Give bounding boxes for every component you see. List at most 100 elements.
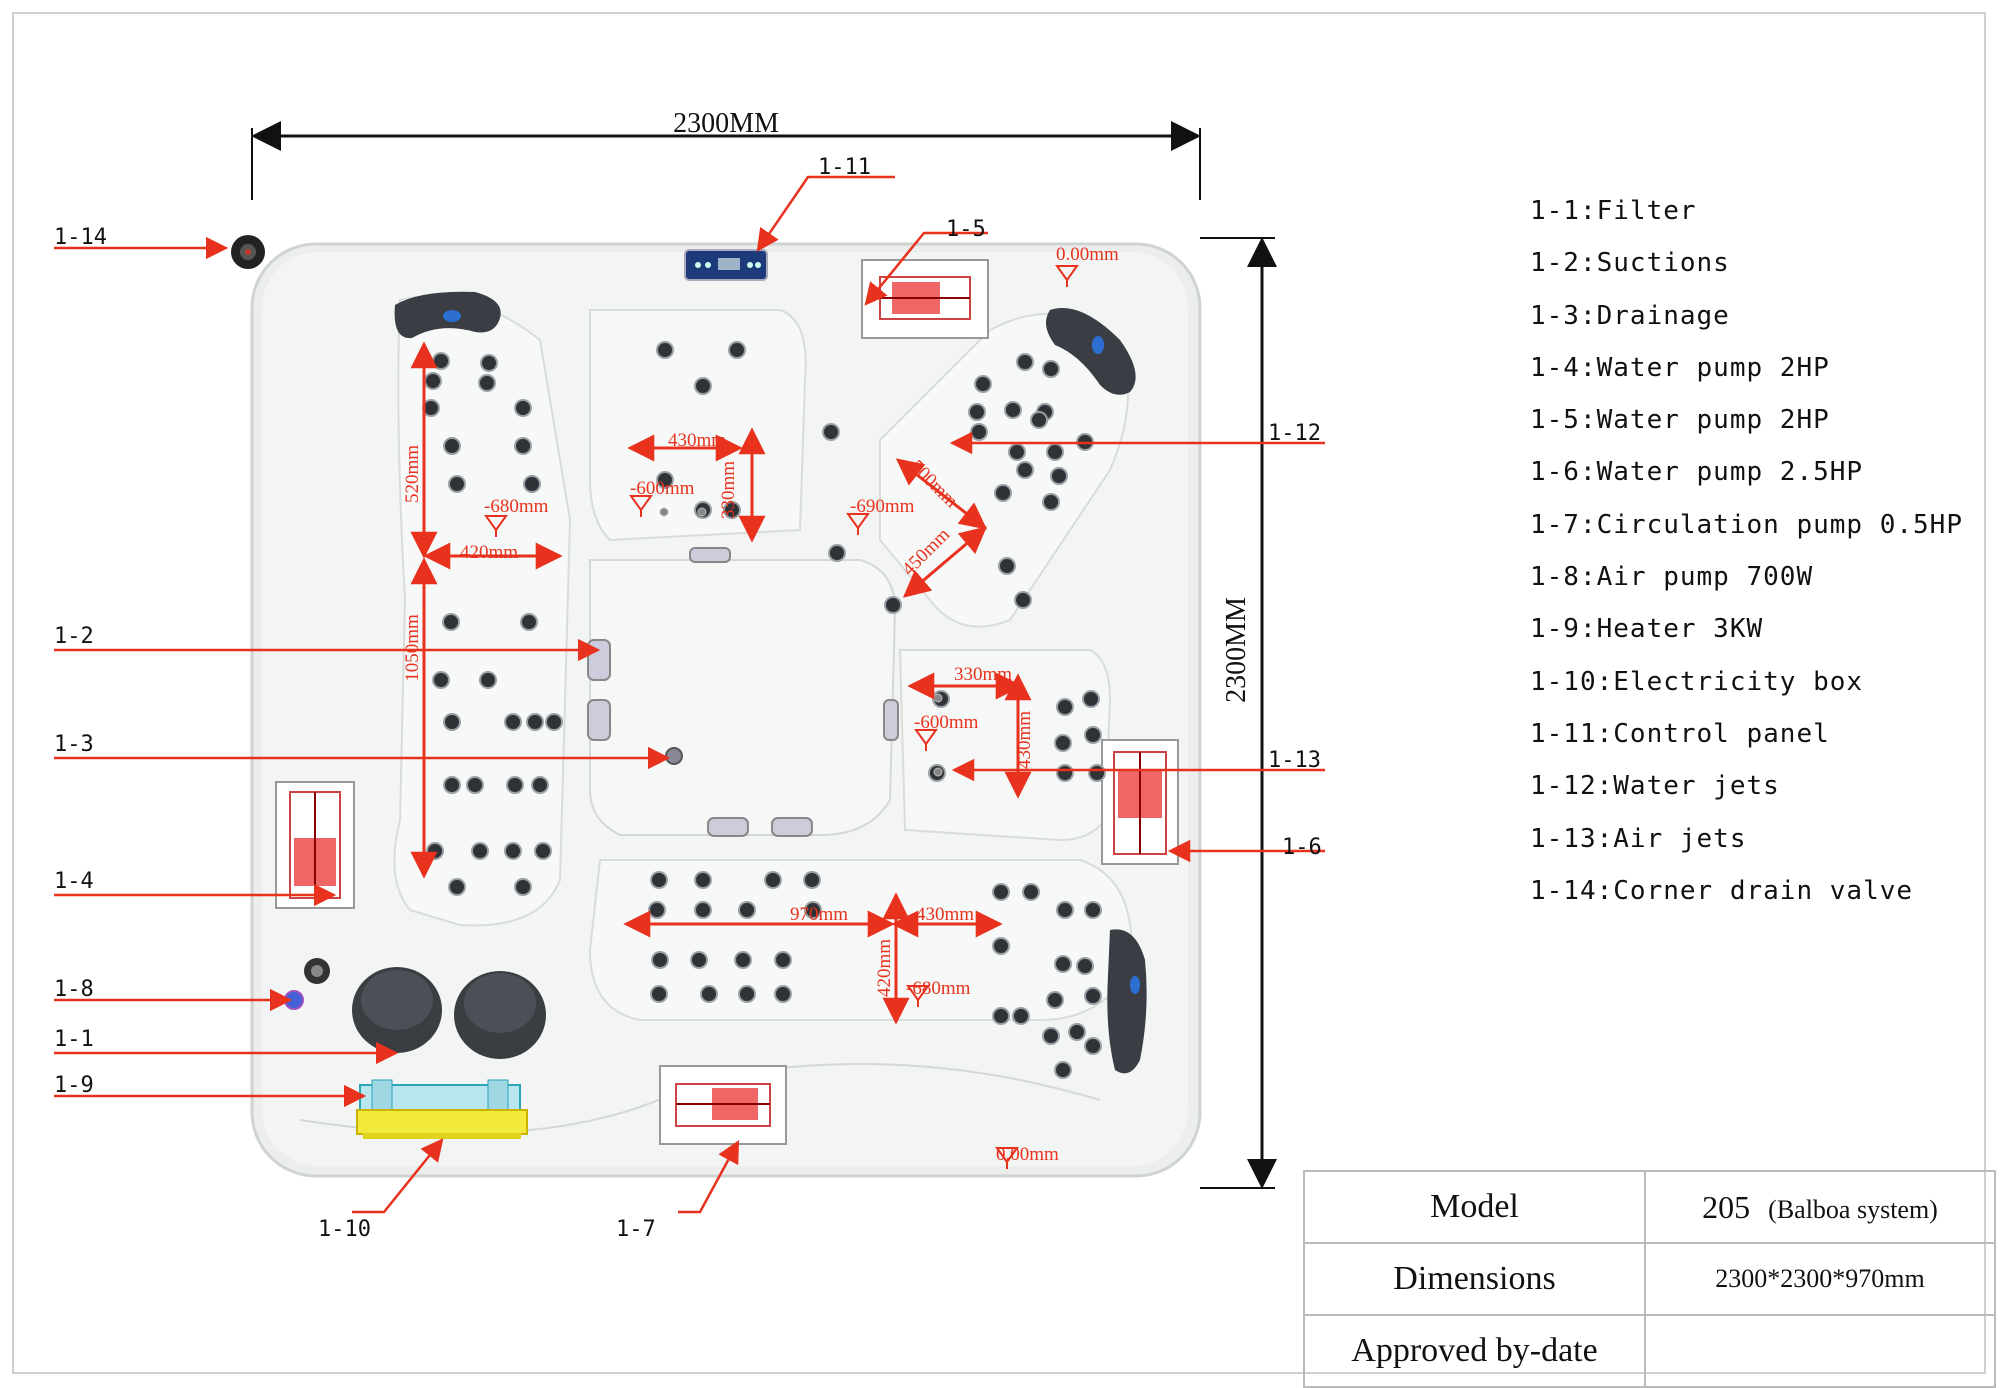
measurement-arrows (410, 341, 1032, 1025)
model-label: Model (1303, 1170, 1646, 1244)
pump-drawing (1101, 739, 1179, 865)
approved-value (1644, 1314, 1996, 1388)
callout-1-9: 1-9 (54, 1073, 94, 1098)
water-jet (1016, 353, 1034, 371)
suction (587, 547, 899, 837)
air-jet (659, 507, 669, 517)
water-jet (1022, 883, 1040, 901)
dim-430-bottom: 430mm (916, 904, 974, 925)
water-jet (994, 484, 1012, 502)
water-jet (479, 671, 497, 689)
water-jet (1050, 467, 1068, 485)
water-jet (1046, 443, 1064, 461)
water-jet (1014, 591, 1032, 609)
headrest (1046, 308, 1136, 395)
water-jet (506, 776, 524, 794)
water-jet (471, 842, 489, 860)
water-jet (738, 985, 756, 1003)
model-value: 205(Balboa system) (1644, 1170, 1996, 1244)
water-jet (514, 437, 532, 455)
depth-690: -690mm (850, 496, 915, 517)
water-jet (803, 871, 821, 889)
water-jet (1042, 493, 1060, 511)
water-jet (694, 871, 712, 889)
water-jet (478, 374, 496, 392)
water-jet (738, 901, 756, 919)
dim-330: 330mm (718, 461, 739, 519)
water-jet (974, 375, 992, 393)
water-jet (700, 985, 718, 1003)
water-jet (531, 776, 549, 794)
water-jet (545, 713, 563, 731)
callout-leaders (54, 175, 1325, 1214)
legend-item: 1-4:Water pump 2HP (1530, 352, 1830, 383)
legend-item: 1-14:Corner drain valve (1530, 875, 1914, 906)
dim-420-bottom: 420mm (874, 939, 895, 997)
headrest (394, 291, 501, 339)
legend-item: 1-13:Air jets (1530, 823, 1747, 854)
water-jet (520, 613, 538, 631)
water-jet (1008, 443, 1026, 461)
callout-1-5: 1-5 (946, 217, 986, 242)
air-jet (933, 767, 943, 777)
legend-item: 1-8:Air pump 700W (1530, 562, 1814, 593)
water-jet (480, 354, 498, 372)
water-jet (514, 399, 532, 417)
water-jet (828, 544, 846, 562)
water-jet (1056, 764, 1074, 782)
callout-1-7: 1-7 (616, 1217, 656, 1242)
water-jet (514, 878, 532, 896)
water-jet (1030, 411, 1048, 429)
electricity-box (356, 1109, 528, 1139)
legend-item: 1-5:Water pump 2HP (1530, 405, 1830, 436)
water-jet (1004, 401, 1022, 419)
water-jet (651, 951, 669, 969)
water-jet (1084, 726, 1102, 744)
depth-markers (484, 265, 1079, 1169)
corner-drain-valve (231, 235, 265, 269)
model-info-table: Model 205(Balboa system) Dimensions 2300… (1303, 1170, 1996, 1388)
depth-0-top: 0.00mm (1056, 244, 1119, 265)
dim-430: 430mm (668, 430, 726, 451)
water-jet (1056, 901, 1074, 919)
depth-600-right: -600mm (914, 712, 979, 733)
water-jet (504, 713, 522, 731)
water-jet (426, 842, 444, 860)
water-jet (992, 1007, 1010, 1025)
water-jet (650, 985, 668, 1003)
water-jet (1046, 991, 1064, 1009)
water-jet (1084, 901, 1102, 919)
water-jet (424, 372, 442, 390)
water-jet (774, 985, 792, 1003)
dimensions-label: Dimensions (1303, 1242, 1646, 1316)
water-jet (1056, 698, 1074, 716)
water-jet (1084, 1037, 1102, 1055)
water-jet (884, 596, 902, 614)
water-jet (1054, 1061, 1072, 1079)
callout-1-14: 1-14 (54, 225, 107, 250)
water-jet (448, 475, 466, 493)
legend-item: 1-11:Control panel (1530, 718, 1830, 749)
water-jet (443, 437, 461, 455)
water-jet (728, 341, 746, 359)
pump-drawing (659, 1065, 787, 1145)
pump-drawing (275, 781, 355, 909)
water-jet (650, 871, 668, 889)
water-jet (504, 842, 522, 860)
water-jet (1016, 461, 1034, 479)
water-jet (1076, 957, 1094, 975)
water-jet (1042, 360, 1060, 378)
pump-drawing (861, 259, 989, 339)
callout-1-13: 1-13 (1268, 748, 1321, 773)
legend-item: 1-6:Water pump 2.5HP (1530, 457, 1864, 488)
water-jet (992, 937, 1010, 955)
legend-item: 1-1:Filter (1530, 196, 1697, 226)
water-jet (694, 377, 712, 395)
height-dimension: 2300MM (1200, 237, 1277, 1189)
water-jet (648, 901, 666, 919)
legend-item: 1-12:Water jets (1530, 771, 1780, 802)
water-jet (523, 475, 541, 493)
model-system: (Balboa system) (1768, 1194, 1938, 1224)
callout-1-3: 1-3 (54, 732, 94, 757)
dim-520: 520mm (402, 445, 423, 503)
